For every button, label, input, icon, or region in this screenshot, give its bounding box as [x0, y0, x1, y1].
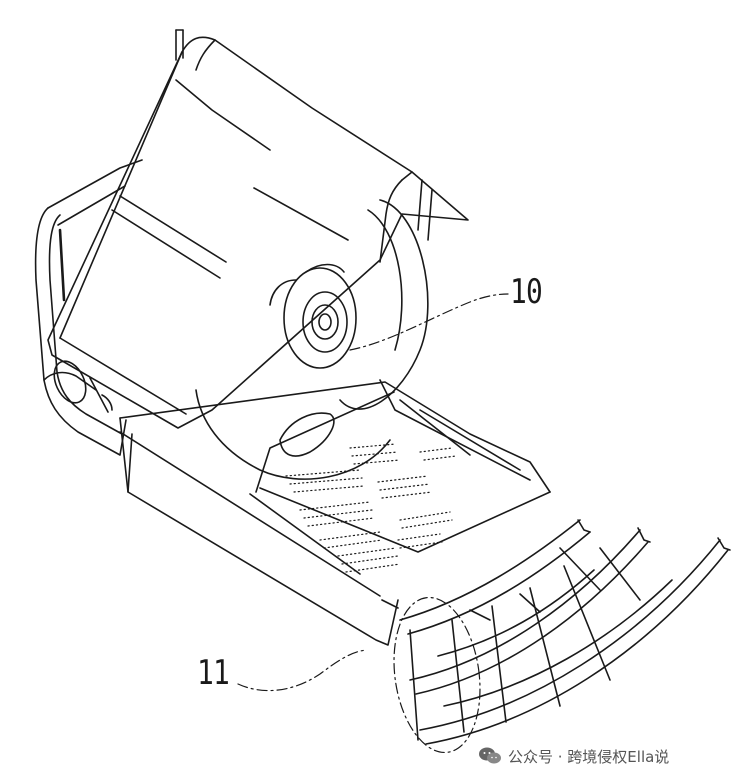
watermark: 公众号 · 跨境侵权Ella说 — [478, 741, 669, 771]
wechat-icon — [479, 747, 501, 764]
detail-circle-11 — [393, 596, 481, 754]
reference-numeral-11: 11 — [197, 653, 230, 693]
tray-vent-dots — [285, 443, 457, 573]
comb-11 — [399, 519, 731, 745]
reference-numeral-10: 10 — [510, 272, 543, 312]
rear-housing — [34, 159, 143, 456]
top-post — [175, 29, 184, 61]
leader-line-11 — [237, 649, 367, 692]
lid — [47, 36, 469, 429]
tray — [119, 379, 551, 646]
watermark-text: 公众号 · 跨境侵权Ella说 — [508, 747, 670, 766]
leader-line-10 — [349, 293, 509, 351]
disc-10 — [195, 199, 429, 480]
